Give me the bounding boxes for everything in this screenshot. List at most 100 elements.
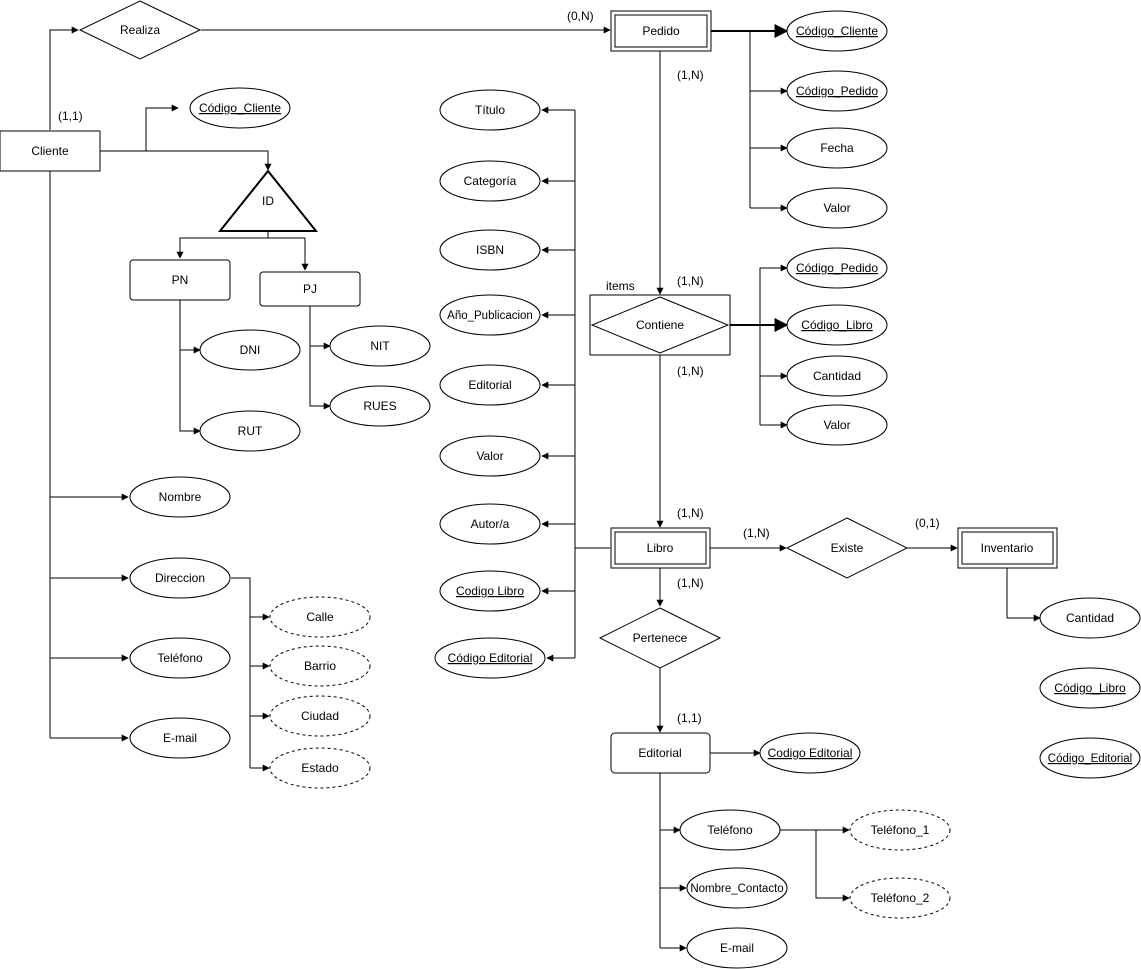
entity-pj[interactable]: PJ: [259, 271, 361, 307]
edge-contiene-trunk: [730, 264, 788, 326]
attribute-inventario-codigo-editorial[interactable]: Código_Editorial: [1039, 737, 1141, 779]
edge-pj-rues: [309, 346, 331, 410]
cardinality-contiene-top: (1,N): [677, 274, 704, 288]
attribute-pedido-valor-label: Valor: [823, 201, 850, 215]
attribute-libro-categoria[interactable]: Categoría: [439, 160, 541, 202]
attribute-pn-dni[interactable]: DNI: [199, 329, 301, 371]
entity-pedido[interactable]: Pedido: [610, 10, 712, 52]
cardinality-cliente-realiza: (1,1): [58, 109, 83, 123]
attribute-dir-barrio[interactable]: Barrio: [269, 645, 371, 687]
relationship-realiza[interactable]: Realiza: [78, 0, 202, 60]
attribute-dir-ciudad-label: Ciudad: [301, 709, 339, 723]
attribute-editorial-codigo[interactable]: Codigo Editorial: [759, 732, 861, 774]
attribute-cliente-direccion[interactable]: Direccion: [129, 557, 231, 599]
attributes: Código_Cliente DNI RUT NIT RUES Nombre D…: [129, 10, 1141, 969]
edge-pn-dni: [179, 300, 201, 354]
attribute-editorial-telefono2[interactable]: Teléfono_2: [849, 877, 951, 919]
attribute-libro-isbn-label: ISBN: [476, 243, 504, 257]
edge-id-pn: [176, 231, 269, 259]
attribute-inventario-cantidad[interactable]: Cantidad: [1039, 597, 1141, 639]
attribute-editorial-email-label: E-mail: [720, 941, 754, 955]
attribute-cliente-nombre-label: Nombre: [159, 490, 202, 504]
attribute-libro-editorial-label: Editorial: [468, 378, 511, 392]
attribute-editorial-telefono1[interactable]: Teléfono_1: [849, 809, 951, 851]
attribute-cliente-email[interactable]: E-mail: [129, 717, 231, 759]
attribute-libro-valor-label: Valor: [476, 449, 503, 463]
cardinality-pedido-contiene: (1,N): [677, 68, 704, 82]
attribute-libro-codigo[interactable]: Codigo Libro: [439, 570, 541, 612]
edge-inventario-cantidad: [1006, 568, 1041, 622]
attribute-libro-valor[interactable]: Valor: [439, 435, 541, 477]
attribute-libro-codigo-editorial[interactable]: Código Editorial: [434, 637, 546, 679]
cardinalities: (1,1) (0,N) (1,N) (1,N) (1,N) (1,N) (1,N…: [58, 9, 940, 725]
edge-cliente-codigo: [100, 104, 179, 152]
attribute-items-valor-label: Valor: [823, 418, 850, 432]
attribute-cliente-codigo[interactable]: Código_Cliente: [189, 87, 291, 129]
attribute-editorial-email[interactable]: E-mail: [686, 927, 788, 969]
attribute-pedido-fecha[interactable]: Fecha: [786, 127, 888, 169]
entity-cliente-label: Cliente: [31, 144, 69, 158]
attribute-items-codigo-libro-label: Código_Libro: [801, 318, 873, 332]
attribute-libro-autor[interactable]: Autor/a: [439, 503, 541, 545]
entity-cliente[interactable]: Cliente: [0, 130, 101, 172]
edges: [49, 24, 1041, 952]
attribute-pedido-codigo-cliente[interactable]: Código_Cliente: [786, 10, 888, 52]
attribute-libro-anio[interactable]: Año_Publicacion: [439, 294, 541, 336]
attribute-editorial-codigo-label: Codigo Editorial: [768, 746, 853, 760]
cardinality-pertenece-editorial: (1,1): [677, 711, 702, 725]
relationship-existe[interactable]: Existe: [785, 517, 909, 579]
relationship-realiza-label: Realiza: [120, 23, 160, 37]
attribute-pedido-fecha-label: Fecha: [820, 141, 854, 155]
attribute-libro-titulo[interactable]: Título: [439, 89, 541, 131]
attribute-pn-rut[interactable]: RUT: [199, 410, 301, 452]
attribute-pj-rues[interactable]: RUES: [329, 385, 431, 427]
attribute-inventario-codigo-editorial-label: Código_Editorial: [1048, 753, 1132, 765]
attribute-inventario-codigo-libro[interactable]: Código_Libro: [1039, 667, 1141, 709]
attribute-libro-editorial[interactable]: Editorial: [439, 364, 541, 406]
attribute-editorial-telefono-label: Teléfono: [707, 823, 753, 837]
attribute-items-codigo-libro[interactable]: Código_Libro: [786, 304, 888, 346]
attribute-pj-rues-label: RUES: [363, 399, 396, 413]
attribute-items-codigo-pedido[interactable]: Código_Pedido: [786, 247, 888, 289]
attribute-editorial-telefono1-label: Teléfono_1: [871, 823, 930, 837]
entity-libro-label: Libro: [647, 541, 674, 555]
attribute-cliente-codigo-label: Código_Cliente: [199, 101, 281, 115]
attribute-dir-ciudad[interactable]: Ciudad: [269, 695, 371, 737]
entity-pn-label: PN: [172, 273, 189, 287]
attribute-pedido-valor[interactable]: Valor: [786, 187, 888, 229]
relationship-existe-label: Existe: [831, 541, 864, 555]
relationship-pertenece[interactable]: Pertenece: [598, 607, 722, 669]
isa-id-triangle[interactable]: ID: [217, 169, 319, 232]
attribute-editorial-contacto[interactable]: Nombre_Contacto: [686, 867, 788, 909]
entity-inventario[interactable]: Inventario: [957, 527, 1058, 569]
edge-pn-rut: [179, 350, 201, 435]
entity-editorial[interactable]: Editorial: [610, 732, 711, 774]
cardinality-libro-existe: (1,N): [743, 526, 770, 540]
relationship-contiene[interactable]: Contiene: [589, 294, 731, 356]
attribute-items-cantidad-label: Cantidad: [813, 369, 861, 383]
attribute-cliente-direccion-label: Direccion: [155, 571, 205, 585]
edge-telefono-t2: [815, 830, 850, 902]
cardinality-contiene-libro: (1,N): [677, 364, 704, 378]
attribute-libro-anio-label: Año_Publicacion: [447, 310, 533, 322]
entity-libro[interactable]: Libro: [610, 527, 711, 569]
entity-pn[interactable]: PN: [129, 259, 231, 301]
attribute-libro-codigo-label: Codigo Libro: [456, 584, 524, 598]
attribute-items-valor[interactable]: Valor: [786, 404, 888, 446]
attribute-pn-rut-label: RUT: [238, 424, 263, 438]
attribute-cliente-email-label: E-mail: [163, 731, 197, 745]
attribute-cliente-nombre[interactable]: Nombre: [129, 476, 231, 518]
attribute-dir-calle[interactable]: Calle: [269, 596, 371, 638]
edge-cliente-id: [100, 150, 272, 171]
attribute-pedido-codigo-pedido-label: Código_Pedido: [796, 84, 878, 98]
attribute-libro-titulo-label: Título: [475, 103, 505, 117]
attribute-pedido-codigo-cliente-label: Código_Cliente: [796, 24, 878, 38]
attribute-items-cantidad[interactable]: Cantidad: [786, 355, 888, 397]
attribute-editorial-telefono[interactable]: Teléfono: [679, 809, 781, 851]
attribute-libro-isbn[interactable]: ISBN: [439, 229, 541, 271]
attribute-dir-estado[interactable]: Estado: [269, 747, 371, 789]
attribute-pedido-codigo-pedido[interactable]: Código_Pedido: [786, 70, 888, 112]
attribute-cliente-telefono[interactable]: Teléfono: [129, 637, 231, 679]
attribute-dir-estado-label: Estado: [301, 761, 339, 775]
attribute-pj-nit[interactable]: NIT: [329, 325, 431, 367]
